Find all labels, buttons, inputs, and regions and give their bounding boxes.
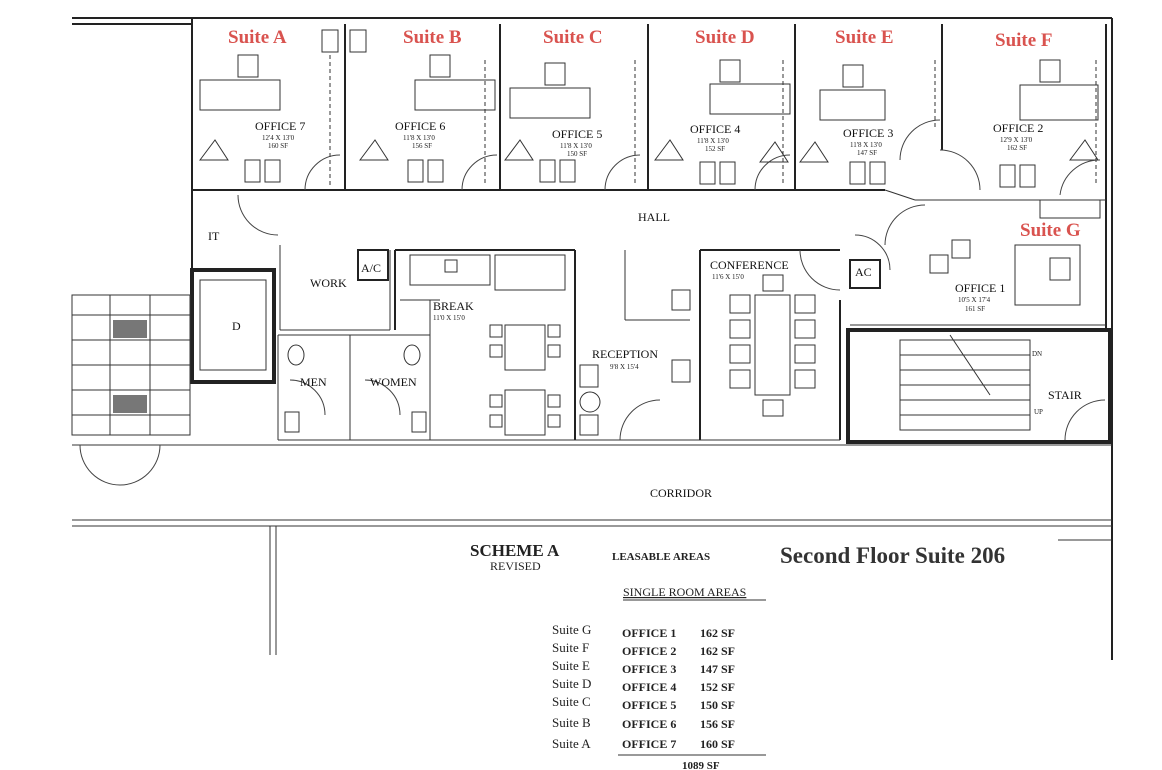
office-labels: OFFICE 7 12'4 X 13'0 160 SF OFFICE 6 11'… bbox=[255, 119, 1043, 313]
suite-labels: Suite A Suite B Suite C Suite D Suite E … bbox=[228, 27, 1081, 241]
it-label: IT bbox=[208, 229, 220, 243]
reception-furniture bbox=[579, 289, 691, 441]
floor-title: Second Floor Suite 206 bbox=[780, 543, 1005, 568]
office-1-dims: 10'5 X 17'4 bbox=[958, 296, 991, 304]
table-office: OFFICE 6 bbox=[622, 717, 676, 731]
ac-unit-right bbox=[849, 259, 881, 289]
office-4-dims: 11'8 X 13'0 bbox=[697, 137, 729, 145]
office-2-dims: 12'9 X 13'0 bbox=[1000, 136, 1033, 144]
ac-unit-left bbox=[357, 249, 389, 281]
office-1-sf: 161 SF bbox=[965, 305, 985, 313]
office-3-dims: 11'8 X 13'0 bbox=[850, 141, 882, 149]
table-office: OFFICE 2 bbox=[622, 644, 676, 658]
office-1-furniture bbox=[850, 159, 1106, 326]
suite-d-label: Suite D bbox=[695, 27, 755, 48]
room-labels: HALL IT WORK A/C AC D BREAK 11'0 X 15'0 … bbox=[208, 210, 1082, 500]
table-suite: Suite E bbox=[552, 658, 590, 673]
office-2-name: OFFICE 2 bbox=[993, 121, 1043, 135]
office-6-dims: 11'8 X 13'0 bbox=[403, 134, 435, 142]
ac-label-right: AC bbox=[855, 265, 872, 279]
restroom-fixtures bbox=[284, 344, 427, 433]
table-sf: 160 SF bbox=[700, 737, 735, 751]
conference-label: CONFERENCE bbox=[710, 258, 789, 272]
ac-label-left: A/C bbox=[361, 261, 381, 275]
work-label: WORK bbox=[310, 276, 347, 290]
office-1-name: OFFICE 1 bbox=[955, 281, 1005, 295]
office-6-name: OFFICE 6 bbox=[395, 119, 445, 133]
mid-walls bbox=[277, 245, 841, 441]
conference-furniture bbox=[729, 249, 841, 417]
break-label: BREAK bbox=[433, 299, 474, 313]
total-sf: 1089 SF bbox=[682, 760, 720, 770]
suite-f-label: Suite F bbox=[995, 30, 1053, 51]
shelving bbox=[329, 55, 1097, 185]
title-block: SCHEME A REVISED LEASABLE AREAS Second F… bbox=[470, 541, 1005, 770]
table-sf: 162 SF bbox=[700, 626, 735, 640]
table-sf: 162 SF bbox=[700, 644, 735, 658]
office-6-sf: 156 SF bbox=[412, 142, 432, 150]
stair-up-label: UP bbox=[1034, 408, 1043, 416]
table-suite: Suite G bbox=[552, 622, 591, 637]
corridor-label: CORRIDOR bbox=[650, 486, 712, 500]
office-2-sf: 162 SF bbox=[1007, 144, 1027, 152]
table-suite: Suite F bbox=[552, 640, 589, 655]
office-furniture bbox=[199, 29, 1099, 188]
table-suite: Suite D bbox=[552, 676, 591, 691]
suite-a-label: Suite A bbox=[228, 27, 287, 48]
outer-walls bbox=[72, 17, 1113, 660]
suite-b-label: Suite B bbox=[403, 27, 462, 48]
office-7-name: OFFICE 7 bbox=[255, 119, 305, 133]
office-walls bbox=[192, 24, 1106, 201]
office-4-sf: 152 SF bbox=[705, 145, 725, 153]
table-sf: 147 SF bbox=[700, 662, 735, 676]
break-dims: 11'0 X 15'0 bbox=[433, 314, 465, 322]
office-3-sf: 147 SF bbox=[857, 149, 877, 157]
women-label: WOMEN bbox=[370, 375, 417, 389]
reception-label: RECEPTION bbox=[592, 347, 658, 361]
stair-dn-label: DN bbox=[1032, 350, 1042, 358]
office-7-dims: 12'4 X 13'0 bbox=[262, 134, 295, 142]
scheme-label: SCHEME A bbox=[470, 541, 560, 560]
elevator-d-label: D bbox=[232, 319, 241, 333]
table-sf: 150 SF bbox=[700, 698, 735, 712]
suite-g-label: Suite G bbox=[1020, 220, 1081, 241]
men-label: MEN bbox=[300, 375, 327, 389]
office-5-sf: 150 SF bbox=[567, 150, 587, 158]
table-sf: 152 SF bbox=[700, 680, 735, 694]
hall-label: HALL bbox=[638, 210, 670, 224]
interior-stair bbox=[846, 328, 1112, 444]
table-office: OFFICE 5 bbox=[622, 698, 676, 712]
elevator bbox=[190, 268, 276, 384]
office-5-name: OFFICE 5 bbox=[552, 127, 602, 141]
table-office: OFFICE 3 bbox=[622, 662, 676, 676]
office-3-name: OFFICE 3 bbox=[843, 126, 893, 140]
table-office: OFFICE 4 bbox=[622, 680, 676, 694]
table-sf: 156 SF bbox=[700, 717, 735, 731]
office-7-sf: 160 SF bbox=[268, 142, 288, 150]
break-furniture bbox=[409, 254, 566, 436]
table-suite: Suite A bbox=[552, 736, 591, 751]
reception-dims: 9'8 X 15'4 bbox=[610, 363, 639, 371]
table-suite: Suite C bbox=[552, 694, 591, 709]
table-suite: Suite B bbox=[552, 715, 591, 730]
leasable-label: LEASABLE AREAS bbox=[612, 551, 710, 563]
conference-dims: 11'6 X 15'0 bbox=[712, 273, 744, 281]
suite-c-label: Suite C bbox=[543, 27, 603, 48]
stair-label: STAIR bbox=[1048, 388, 1082, 402]
single-room-areas-label: SINGLE ROOM AREAS bbox=[623, 585, 746, 599]
table-office: OFFICE 7 bbox=[622, 737, 676, 751]
office-5-dims: 11'8 X 13'0 bbox=[560, 142, 592, 150]
area-table: Suite G OFFICE 1 162 SF Suite F OFFICE 2… bbox=[552, 622, 735, 751]
office-4-name: OFFICE 4 bbox=[690, 122, 740, 136]
suite-e-label: Suite E bbox=[835, 27, 894, 48]
table-office: OFFICE 1 bbox=[622, 626, 676, 640]
revised-label: REVISED bbox=[490, 559, 541, 573]
exterior-stair bbox=[71, 294, 191, 486]
